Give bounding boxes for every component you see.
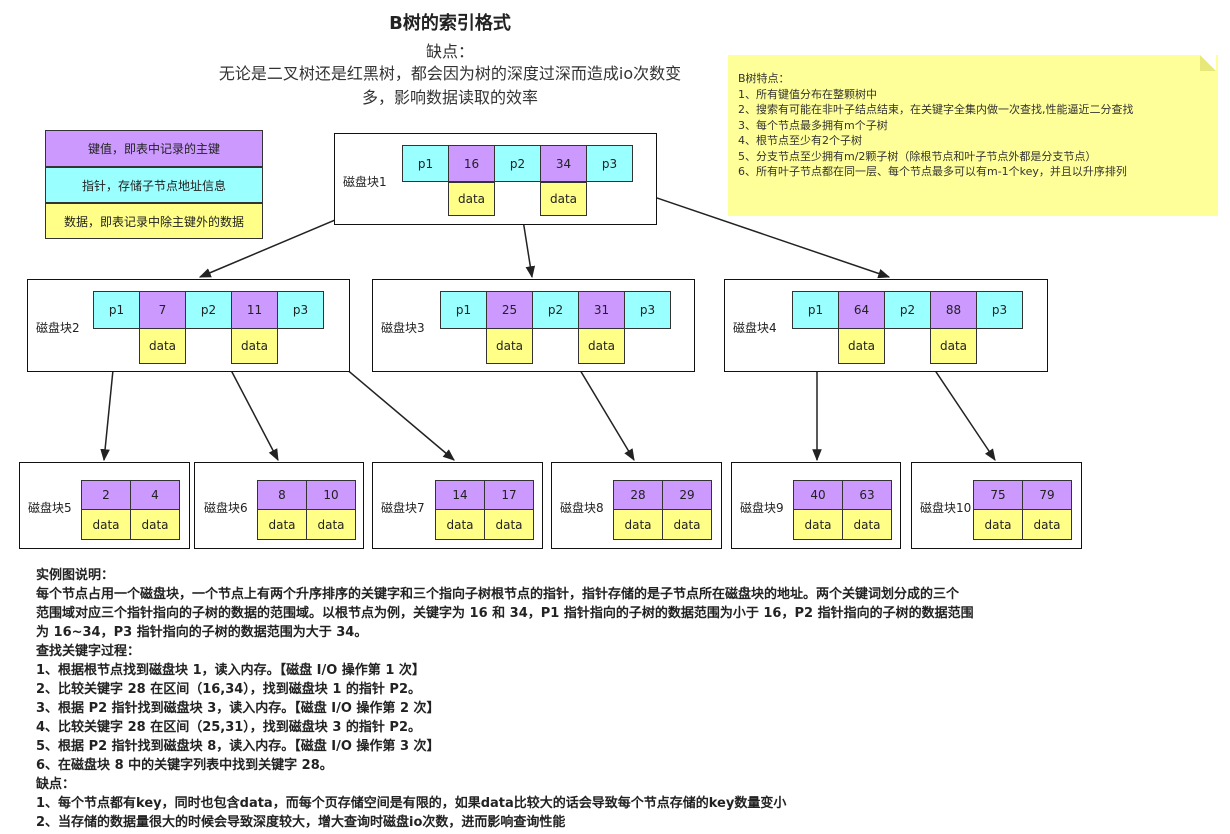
drawback-heading: 缺点： — [425, 42, 474, 61]
legend-key: 键值，即表中记录的主键 — [45, 130, 263, 167]
data-cell: data — [257, 509, 307, 540]
note-line: 3、每个节点最多拥有m个子树 — [738, 118, 888, 132]
explanation-line: 缺点： — [36, 777, 76, 792]
legend-pointer-label: 指针，存储子节点地址信息 — [81, 178, 226, 193]
data-cell: data — [793, 509, 843, 540]
pointer-cell-p2: p2 — [494, 145, 541, 182]
data-cell: data — [231, 328, 278, 364]
drawback-line: 无论是二叉树还是红黑树，都会因为树的深度过深而造成io次数变 — [218, 64, 682, 83]
explanation-line: 为 16~34，P3 指针指向的子树的数据范围为大于 34。 — [36, 625, 368, 640]
explanation-line: 5、根据 P2 指针找到磁盘块 8，读入内存。【磁盘 I/O 操作第 3 次】 — [36, 739, 440, 754]
note-line: 6、所有叶子节点都在同一层、每个节点最多可以有m-1个key，并且以升序排列 — [738, 165, 1127, 178]
explanation-line: 每个节点占用一个磁盘块，一个节点上有两个升序排序的关键字和三个指向子树根节点的指… — [36, 587, 960, 602]
key-cell: 31 — [578, 291, 625, 329]
pointer-cell-p3: p3 — [976, 291, 1023, 329]
pointer-cell-p2: p2 — [884, 291, 931, 329]
key-cell: 17 — [484, 480, 534, 510]
key-cell: 40 — [793, 480, 843, 510]
data-cell: data — [973, 509, 1023, 540]
key-cell: 75 — [973, 480, 1023, 510]
key-cell: 28 — [613, 480, 663, 510]
key-cell: 29 — [662, 480, 712, 510]
diagram-title: B树的索引格式 — [389, 13, 511, 34]
data-cell: data — [1022, 509, 1072, 540]
pointer-cell-p2: p2 — [532, 291, 579, 329]
explanation-line: 3、根据 P2 指针找到磁盘块 3，读入内存。【磁盘 I/O 操作第 2 次】 — [36, 701, 440, 716]
note-fold-corner — [1200, 55, 1216, 71]
note-line: 2、搜索有可能在非叶子结点结束，在关键字全集内做一次查找,性能逼近二分查找 — [738, 103, 1134, 116]
explanation-line: 范围域对应三个指针指向的子树的数据的范围域。以根节点为例，关键字为 16 和 3… — [36, 606, 974, 621]
disk-block-label: 磁盘块6 — [204, 501, 248, 515]
key-cell: 11 — [231, 291, 278, 329]
explanation-line: 4、比较关键字 28 在区间（25,31），找到磁盘块 3 的指针 P2。 — [36, 720, 422, 735]
disk-block-label: 磁盘块2 — [36, 321, 80, 335]
drawback-text: 无论是二叉树还是红黑树，都会因为树的深度过深而造成io次数变 多，影响数据读取的… — [180, 62, 720, 110]
pointer-cell-p1: p1 — [440, 291, 487, 329]
explanation-line: 1、每个节点都有key，同时也包含data，而每个页存储空间是有限的，如果dat… — [36, 796, 787, 811]
key-cell: 10 — [306, 480, 356, 510]
disk-block-label: 磁盘块3 — [381, 321, 425, 335]
legend-key-label: 键值，即表中记录的主键 — [87, 142, 220, 156]
data-cell: data — [613, 509, 663, 540]
disk-block-label: 磁盘块10 — [920, 501, 972, 515]
pointer-cell-p3: p3 — [624, 291, 671, 329]
pointer-cell-p1: p1 — [792, 291, 839, 329]
data-cell: data — [81, 509, 131, 540]
key-cell: 34 — [540, 145, 587, 182]
disk-block-label: 磁盘块9 — [740, 501, 784, 515]
key-cell: 8 — [257, 480, 307, 510]
key-cell: 79 — [1022, 480, 1072, 510]
data-cell: data — [306, 509, 356, 540]
pointer-cell-p2: p2 — [185, 291, 232, 329]
note-line: 1、所有键值分布在整颗树中 — [738, 87, 877, 101]
explanation-text: 实例图说明： 每个节点占用一个磁盘块，一个节点上有两个升序排序的关键字和三个指向… — [36, 566, 1136, 832]
explanation-line: 实例图说明： — [36, 568, 115, 583]
data-cell: data — [486, 328, 533, 364]
btree-features-note: B树特点： 1、所有键值分布在整颗树中 2、搜索有可能在非叶子结点结束，在关键字… — [728, 55, 1218, 216]
key-cell: 25 — [486, 291, 533, 329]
data-cell: data — [842, 509, 892, 540]
legend-pointer: 指针，存储子节点地址信息 — [45, 167, 263, 203]
key-cell: 4 — [130, 480, 180, 510]
drawback-line: 多，影响数据读取的效率 — [361, 88, 538, 107]
explanation-line: 查找关键字过程： — [36, 644, 141, 659]
explanation-line: 6、在磁盘块 8 中的关键字列表中找到关键字 28。 — [36, 758, 333, 773]
key-cell: 14 — [435, 480, 485, 510]
explanation-line: 2、比较关键字 28 在区间（16,34），找到磁盘块 1 的指针 P2。 — [36, 682, 422, 697]
key-cell: 16 — [448, 145, 495, 182]
pointer-cell-p1: p1 — [93, 291, 140, 329]
data-cell: data — [662, 509, 712, 540]
data-cell: data — [578, 328, 625, 364]
data-cell: data — [435, 509, 485, 540]
disk-block-label: 磁盘块5 — [28, 501, 72, 515]
data-cell: data — [540, 182, 587, 216]
pointer-cell-p3: p3 — [277, 291, 324, 329]
pointer-cell-p3: p3 — [586, 145, 633, 182]
data-cell: data — [448, 182, 495, 216]
data-cell: data — [130, 509, 180, 540]
legend-data-label: 数据，即表记录中除主键外的数据 — [63, 214, 244, 229]
key-cell: 7 — [139, 291, 186, 329]
key-cell: 64 — [838, 291, 885, 329]
note-line: 5、分支节点至少拥有m/2颗子树（除根节点和叶子节点外都是分支节点） — [738, 149, 1097, 163]
disk-block-label: 磁盘块1 — [343, 175, 387, 189]
data-cell: data — [139, 328, 186, 364]
note-title: B树特点： — [738, 72, 790, 85]
key-cell: 88 — [930, 291, 977, 329]
data-cell: data — [838, 328, 885, 364]
legend-data: 数据，即表记录中除主键外的数据 — [45, 203, 263, 239]
explanation-line: 2、当存储的数据量很大的时候会导致深度较大，增大查询时磁盘io次数，进而影响查询… — [36, 815, 566, 830]
pointer-cell-p1: p1 — [402, 145, 449, 182]
note-line: 4、根节点至少有2个子树 — [738, 134, 862, 147]
disk-block-label: 磁盘块4 — [733, 321, 777, 335]
disk-block-label: 磁盘块8 — [560, 501, 604, 515]
data-cell: data — [484, 509, 534, 540]
key-cell: 63 — [842, 480, 892, 510]
explanation-line: 1、根据根节点找到磁盘块 1，读入内存。【磁盘 I/O 操作第 1 次】 — [36, 663, 425, 678]
data-cell: data — [930, 328, 977, 364]
key-cell: 2 — [81, 480, 131, 510]
disk-block-label: 磁盘块7 — [381, 501, 425, 515]
